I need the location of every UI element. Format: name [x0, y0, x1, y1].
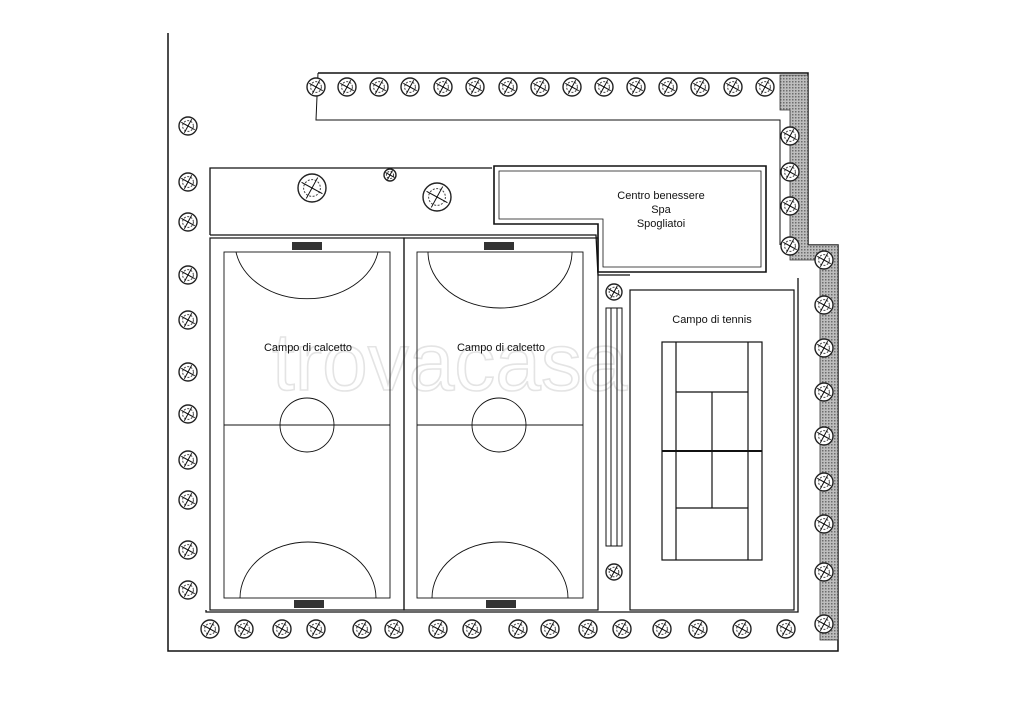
tree-symbol	[428, 619, 448, 639]
tree-symbol	[814, 250, 834, 270]
tree-symbol	[465, 77, 485, 97]
inner-area	[205, 167, 799, 613]
tree-symbol	[605, 563, 623, 581]
spa-label-2: Spa	[651, 204, 671, 216]
tree-symbol	[652, 619, 672, 639]
tree-symbol	[814, 295, 834, 315]
tree-symbol	[352, 619, 372, 639]
watermark-text: trovacasa	[272, 317, 628, 408]
tree-symbol	[178, 310, 198, 330]
trees	[178, 77, 834, 639]
tree-symbol	[658, 77, 678, 97]
tree-symbol	[530, 77, 550, 97]
tree-symbol	[605, 283, 623, 301]
spa-building: Centro benessere Spa Spogliatoi	[493, 165, 767, 273]
tree-symbol	[562, 77, 582, 97]
football-court-1	[209, 237, 405, 611]
tree-symbol	[612, 619, 632, 639]
tree-symbol	[780, 162, 800, 182]
spa-label-3: Spogliatoi	[637, 218, 685, 230]
tree-symbol	[755, 77, 775, 97]
tree-symbol	[234, 619, 254, 639]
tree-symbol	[306, 619, 326, 639]
tree-symbol	[780, 236, 800, 256]
football-court-2	[403, 237, 599, 611]
paved-strip	[779, 74, 839, 641]
tree-symbol	[780, 196, 800, 216]
tree-symbol	[178, 540, 198, 560]
tree-symbol	[594, 77, 614, 97]
tree-symbol	[814, 514, 834, 534]
tree-symbol	[178, 116, 198, 136]
tree-symbol	[690, 77, 710, 97]
tree-symbol	[732, 619, 752, 639]
tree-symbol	[384, 619, 404, 639]
tree-symbol	[626, 77, 646, 97]
spa-label-1: Centro benessere	[617, 190, 704, 202]
tree-symbol	[369, 77, 389, 97]
court-2-label: Campo di calcetto	[457, 342, 545, 354]
tree-symbol	[306, 77, 326, 97]
tennis-court	[629, 289, 795, 611]
tree-symbol	[422, 182, 452, 212]
tree-symbol	[462, 619, 482, 639]
tree-symbol	[178, 265, 198, 285]
tree-symbol	[498, 77, 518, 97]
tree-symbol	[178, 404, 198, 424]
tree-symbol	[178, 580, 198, 600]
tree-symbol	[200, 619, 220, 639]
tree-symbol	[776, 619, 796, 639]
tree-symbol	[540, 619, 560, 639]
tree-symbol	[814, 562, 834, 582]
tree-symbol	[578, 619, 598, 639]
tree-symbol	[814, 426, 834, 446]
tennis-label: Campo di tennis	[672, 314, 752, 326]
tree-symbol	[814, 338, 834, 358]
tree-symbol	[178, 172, 198, 192]
tree-symbol	[178, 450, 198, 470]
tree-symbol	[508, 619, 528, 639]
tree-symbol	[723, 77, 743, 97]
tree-symbol	[814, 472, 834, 492]
bench-strip	[605, 307, 623, 547]
court-1-label: Campo di calcetto	[264, 342, 352, 354]
tree-symbol	[383, 168, 397, 182]
tree-symbol	[272, 619, 292, 639]
tree-symbol	[688, 619, 708, 639]
tree-symbol	[814, 382, 834, 402]
tree-symbol	[400, 77, 420, 97]
tree-symbol	[178, 212, 198, 232]
tree-symbol	[780, 126, 800, 146]
tree-symbol	[814, 614, 834, 634]
tree-symbol	[337, 77, 357, 97]
tree-symbol	[433, 77, 453, 97]
tree-symbol	[178, 490, 198, 510]
tree-symbol	[297, 173, 327, 203]
tree-symbol	[178, 362, 198, 382]
